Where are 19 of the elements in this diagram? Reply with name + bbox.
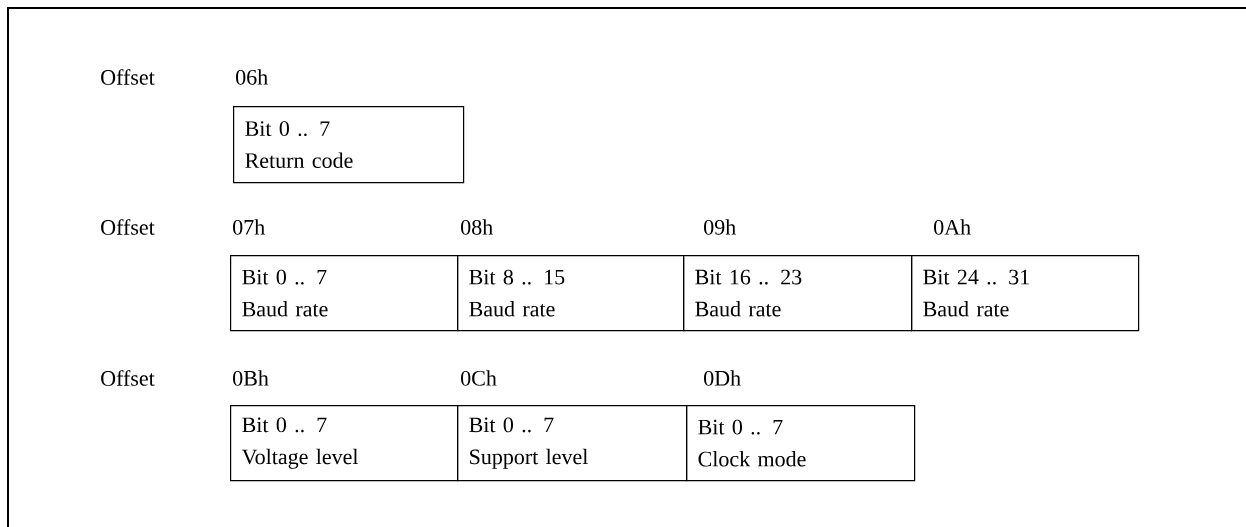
offset-label: 0Bh [233,370,269,386]
offset-label: Offset [101,219,155,235]
register-box: Bit 0 .. 7 Clock mode [686,405,916,482]
register-box: Bit 24 .. 31 Baud rate [911,255,1140,332]
register-box: Bit 0 .. 7 Support level [457,405,688,482]
offset-label: 0Ch [461,370,497,386]
offset-label: 07h [233,219,265,235]
offset-label: Offset [101,370,155,386]
register-box: Bit 0 .. 7 Baud rate [230,255,459,332]
offset-label: 06h [236,69,268,85]
offset-label: 09h [704,219,736,235]
register-box: Bit 0 .. 7 Return code [233,106,465,184]
register-box: Bit 16 .. 23 Baud rate [683,255,913,332]
offset-label: Offset [101,69,155,85]
offset-label: 0Ah [934,219,971,235]
offset-label: 08h [461,219,493,235]
register-box: Bit 0 .. 7 Voltage level [230,405,459,482]
register-box: Bit 8 .. 15 Baud rate [457,255,685,332]
offset-label: 0Dh [704,370,741,386]
